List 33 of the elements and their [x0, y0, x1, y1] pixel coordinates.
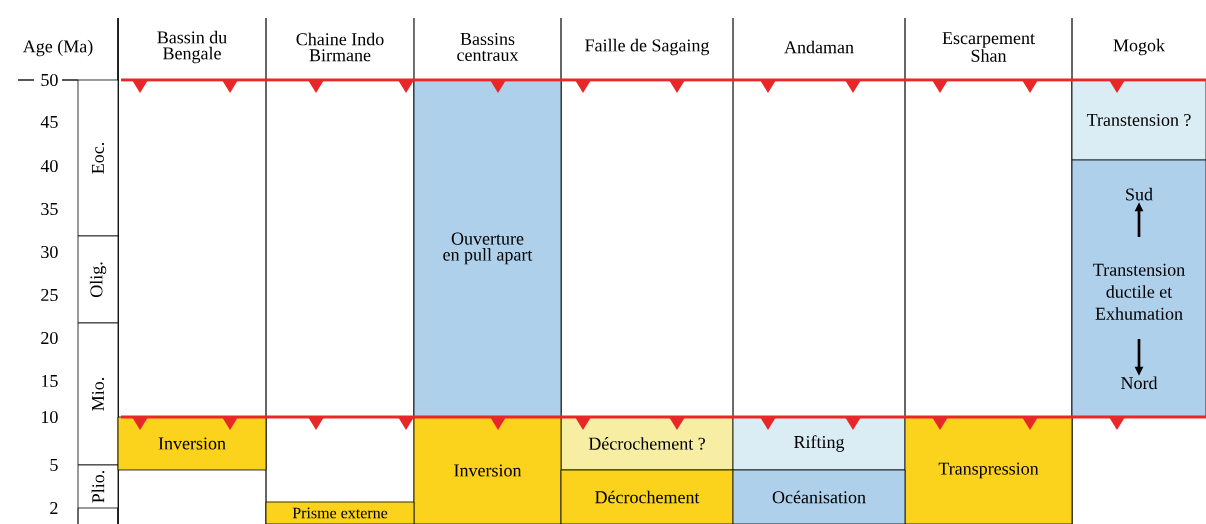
column-header: Mogok [1113, 38, 1165, 56]
column-header: Escarpement Shan [942, 32, 1035, 62]
phase-box: Inversion [413, 416, 562, 524]
epoch-box: Olig. [77, 235, 119, 324]
phase-box: Ouverture en pull apart [413, 79, 562, 418]
age-tick-label: 20 [41, 331, 58, 345]
phase-box: Inversion [117, 416, 267, 471]
column-header: Chaine Indo Birmane [296, 32, 384, 62]
phase-box: Décrochement ? [560, 416, 734, 471]
epoch-box: Eoc. [77, 79, 119, 237]
age-tick-label: 45 [40, 116, 58, 128]
column-header: Bassin du Bengale [157, 30, 227, 64]
age-tick-label: 25 [41, 288, 58, 302]
epoch-box: Plio. [77, 464, 119, 509]
age-tick-label: 40 [40, 159, 58, 173]
phase-box: Transtension ? [1071, 79, 1206, 161]
phase-box: Rifting [732, 416, 906, 471]
age-tick-label: 2 [50, 502, 58, 514]
age-tick-label: 35 [41, 202, 58, 216]
age-tick-label: 50 [41, 73, 58, 87]
column-header: Bassins centraux [457, 32, 519, 62]
phase-box: Océanisation [732, 469, 906, 524]
phase-box: Sud Transtension ductile et Exhumation Nord [1071, 159, 1206, 418]
phase-box: Prisme externe [265, 501, 415, 524]
age-tick-label: 15 [42, 374, 58, 387]
age-tick-label: 30 [41, 245, 58, 259]
age-tick-label: 10 [42, 410, 58, 424]
axis-title: Age (Ma) [22, 39, 93, 57]
phase-box: Décrochement [560, 469, 734, 524]
column-header: Andaman [784, 40, 854, 54]
phase-box: Transpression [904, 416, 1073, 524]
column-header: Faille de Sagaing [585, 38, 710, 56]
age-tick-label: 5 [50, 459, 58, 471]
